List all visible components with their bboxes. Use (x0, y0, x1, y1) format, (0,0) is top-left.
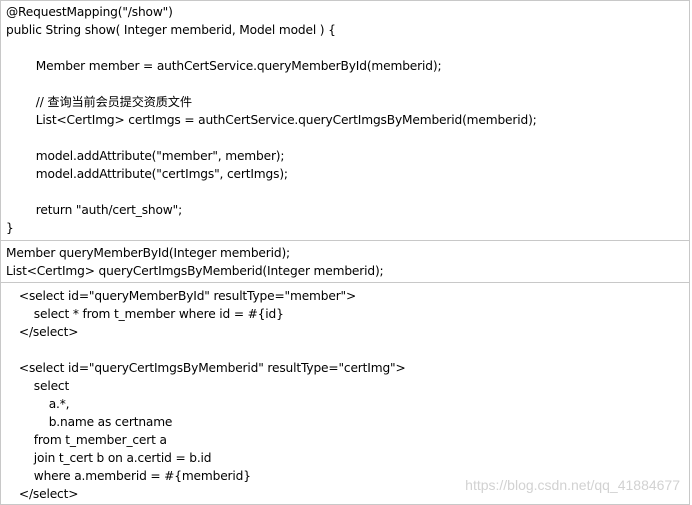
code-line: } (6, 221, 14, 235)
code-line: select (4, 379, 70, 393)
controller-code-panel: @RequestMapping("/show") public String sh… (0, 0, 690, 240)
code-line: </select> (4, 325, 79, 339)
code-line: a.*, (4, 397, 70, 411)
code-line: Member member = authCertService.queryMem… (6, 59, 442, 73)
code-line: List<CertImg> certImgs = authCertService… (6, 113, 537, 127)
mapper-interface-code-panel: Member queryMemberById(Integer memberid)… (0, 240, 690, 282)
code-line: from t_member_cert a (4, 433, 167, 447)
code-line: b.name as certname (4, 415, 173, 429)
code-line: <select id="queryMemberById" resultType=… (4, 289, 357, 303)
code-line: List<CertImg> queryCertImgsByMemberid(In… (6, 264, 384, 278)
watermark-text: https://blog.csdn.net/qq_41884677 (465, 477, 680, 493)
code-line: model.addAttribute("member", member); (6, 149, 285, 163)
code-line: Member queryMemberById(Integer memberid)… (6, 246, 291, 260)
code-line: // 查询当前会员提交资质文件 (6, 95, 192, 109)
code-line: </select> (4, 487, 79, 501)
code-line: join t_cert b on a.certid = b.id (4, 451, 212, 465)
code-line: return "auth/cert_show"; (6, 203, 183, 217)
mapper-xml-code-panel: <select id="queryMemberById" resultType=… (0, 282, 690, 505)
code-line: where a.memberid = #{memberid} (4, 469, 251, 483)
code-line: select * from t_member where id = #{id} (4, 307, 284, 321)
code-line: <select id="queryCertImgsByMemberid" res… (4, 361, 406, 375)
code-line: public String show( Integer memberid, Mo… (6, 23, 336, 37)
code-line: @RequestMapping("/show") (6, 5, 173, 19)
code-line: model.addAttribute("certImgs", certImgs)… (6, 167, 288, 181)
